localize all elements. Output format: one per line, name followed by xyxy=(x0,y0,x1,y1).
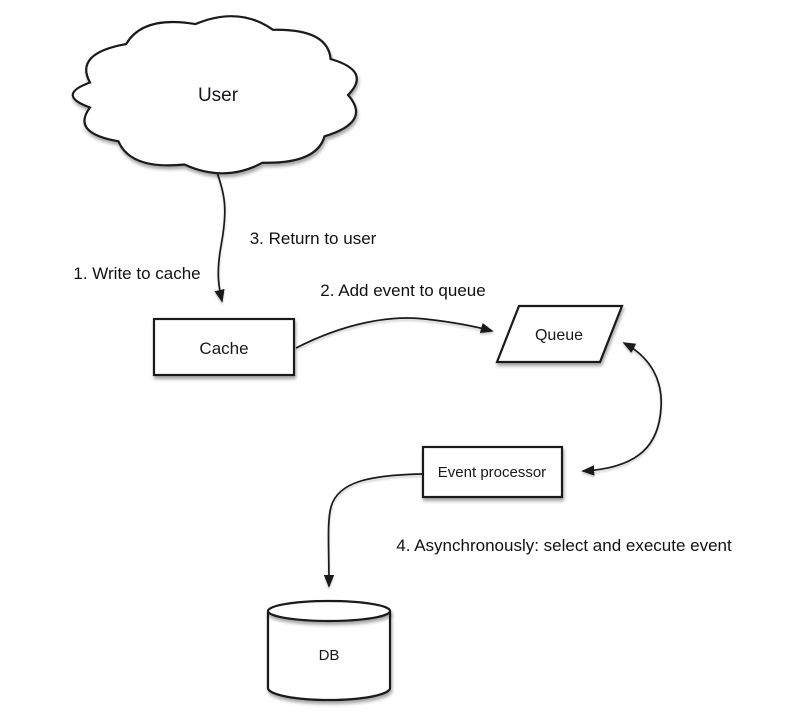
step-3-label: 3. Return to user xyxy=(250,229,377,248)
event-processor-label: Event processor xyxy=(438,464,546,481)
step-4-label: 4. Asynchronously: select and execute ev… xyxy=(396,536,732,555)
cache-label: Cache xyxy=(199,339,248,358)
node-db: DB xyxy=(266,599,392,702)
edge-queue-event-processor xyxy=(581,342,663,476)
edge-event-processor-to-db xyxy=(323,473,423,588)
node-queue: Queue xyxy=(495,304,624,364)
queue-label: Queue xyxy=(535,327,583,344)
edge-user-to-cache xyxy=(214,168,226,303)
user-label: User xyxy=(198,85,239,106)
step-1-label: 1. Write to cache xyxy=(73,264,200,283)
db-cylinder-body xyxy=(266,611,392,702)
node-cache: Cache xyxy=(152,317,296,377)
queue-parallelogram xyxy=(495,304,624,364)
step-2-label: 2. Add event to queue xyxy=(320,281,485,300)
event-processor-box xyxy=(421,445,564,499)
cloud-shape xyxy=(71,15,358,175)
node-event-processor: Event processor xyxy=(421,445,564,499)
cache-box xyxy=(152,317,296,377)
node-user: User xyxy=(71,15,358,175)
db-cylinder-top xyxy=(266,599,392,623)
edge-cache-to-queue xyxy=(295,317,494,349)
db-label: DB xyxy=(319,647,340,664)
